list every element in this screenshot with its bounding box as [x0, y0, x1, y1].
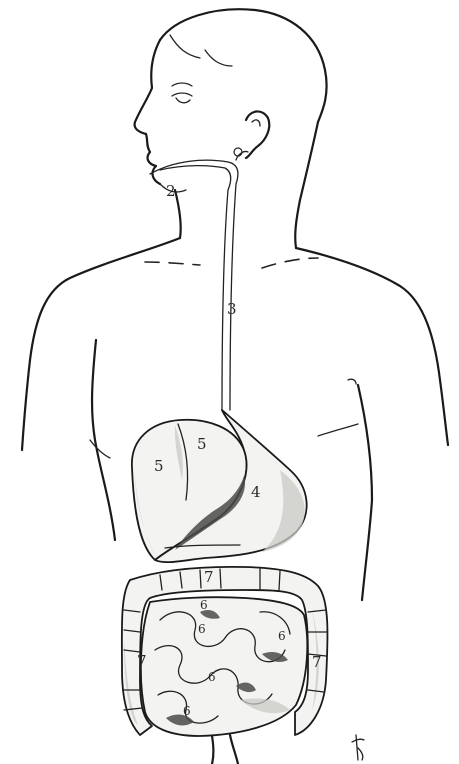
- label-small-intestine-1: 6: [200, 598, 208, 612]
- label-small-intestine-3: 6: [278, 629, 286, 643]
- label-stomach: 4: [251, 483, 261, 501]
- label-liver-left: 5: [154, 457, 164, 475]
- head-outline: [135, 9, 327, 248]
- label-large-intestine-top: 7: [204, 568, 214, 586]
- label-small-intestine-5: 6: [183, 704, 191, 718]
- rectum: [212, 735, 238, 764]
- label-esophagus: 3: [227, 300, 237, 318]
- label-small-intestine-2: 6: [198, 622, 206, 636]
- label-mouth: 2: [166, 182, 176, 200]
- artist-signature: [352, 735, 364, 760]
- label-large-intestine-left: 7: [137, 652, 147, 670]
- label-liver-right: 5: [197, 435, 207, 453]
- label-small-intestine-4: 6: [208, 670, 216, 684]
- small-intestine: [141, 597, 307, 736]
- label-large-intestine-right: 7: [312, 653, 322, 671]
